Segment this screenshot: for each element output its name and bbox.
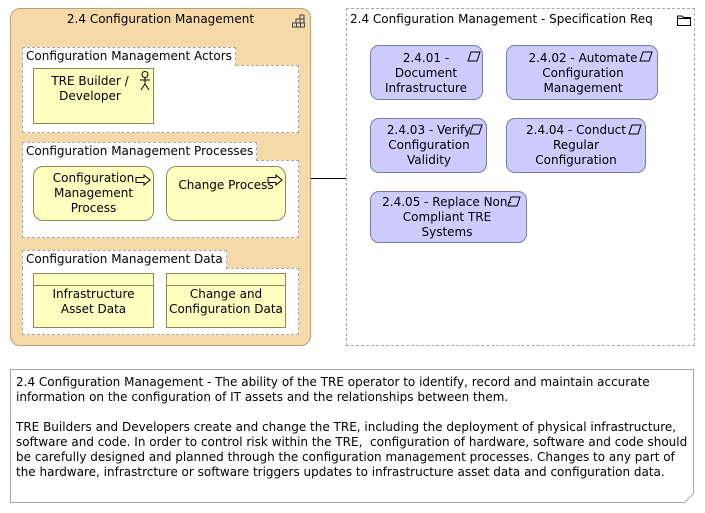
requirement-icon (469, 124, 483, 135)
folder-icon (677, 15, 691, 26)
data-change-configuration-label: Change and Configuration Data (169, 287, 283, 316)
requirement-icon (628, 124, 642, 135)
process-arrow-icon (135, 174, 151, 186)
requirement-icon (507, 196, 521, 207)
data-header-line (167, 285, 285, 286)
note-text: 2.4 Configuration Management - The abili… (16, 375, 688, 479)
note-box[interactable] (10, 369, 694, 503)
data-group-label: Configuration Management Data (22, 250, 227, 269)
process-configuration-management-label: Configuration Management Process (52, 170, 135, 215)
data-infrastructure-asset-label: Infrastructure Asset Data (52, 287, 135, 316)
requirement-label: 2.4.04 - Conduct Regular Configuration (526, 122, 626, 167)
requirement-2-4-03[interactable] (370, 118, 487, 173)
requirement-icon (639, 51, 653, 62)
requirement-2-4-02[interactable] (506, 45, 658, 100)
capability-title: 2.4 Configuration Management (66, 12, 255, 26)
requirement-label: 2.4.01 - Document Infrastructure (384, 50, 468, 95)
actor-icon (140, 71, 150, 91)
process-change[interactable] (166, 166, 286, 221)
process-arrow-icon (267, 174, 283, 186)
process-configuration-management[interactable] (33, 166, 154, 221)
spec-group-label: 2.4 Configuration Management - Specifica… (350, 12, 653, 26)
data-infrastructure-asset[interactable] (33, 273, 154, 328)
requirement-2-4-01[interactable] (370, 45, 483, 100)
association-connector[interactable] (311, 178, 347, 179)
note-corner-fold (684, 493, 695, 504)
data-change-configuration[interactable] (166, 273, 286, 328)
requirement-label: 2.4.02 - Automate Configuration Manageme… (528, 50, 638, 95)
requirement-2-4-04[interactable] (506, 118, 646, 173)
processes-group-label: Configuration Management Processes (22, 142, 258, 161)
capability-icon (292, 14, 305, 28)
requirement-icon (467, 51, 481, 62)
requirement-label: 2.4.05 - Replace Non-Compliant TRE Syste… (382, 194, 512, 239)
spec-group[interactable] (346, 8, 695, 346)
data-header-line (34, 285, 153, 286)
actor-tre-builder[interactable] (33, 68, 154, 124)
actor-label: TRE Builder / Developer (51, 74, 129, 103)
requirement-2-4-05[interactable] (370, 191, 527, 243)
actors-group-label: Configuration Management Actors (22, 47, 236, 66)
process-change-label: Change Process (178, 178, 274, 192)
requirement-label: 2.4.03 - Verify Configuration Validity (386, 122, 472, 167)
